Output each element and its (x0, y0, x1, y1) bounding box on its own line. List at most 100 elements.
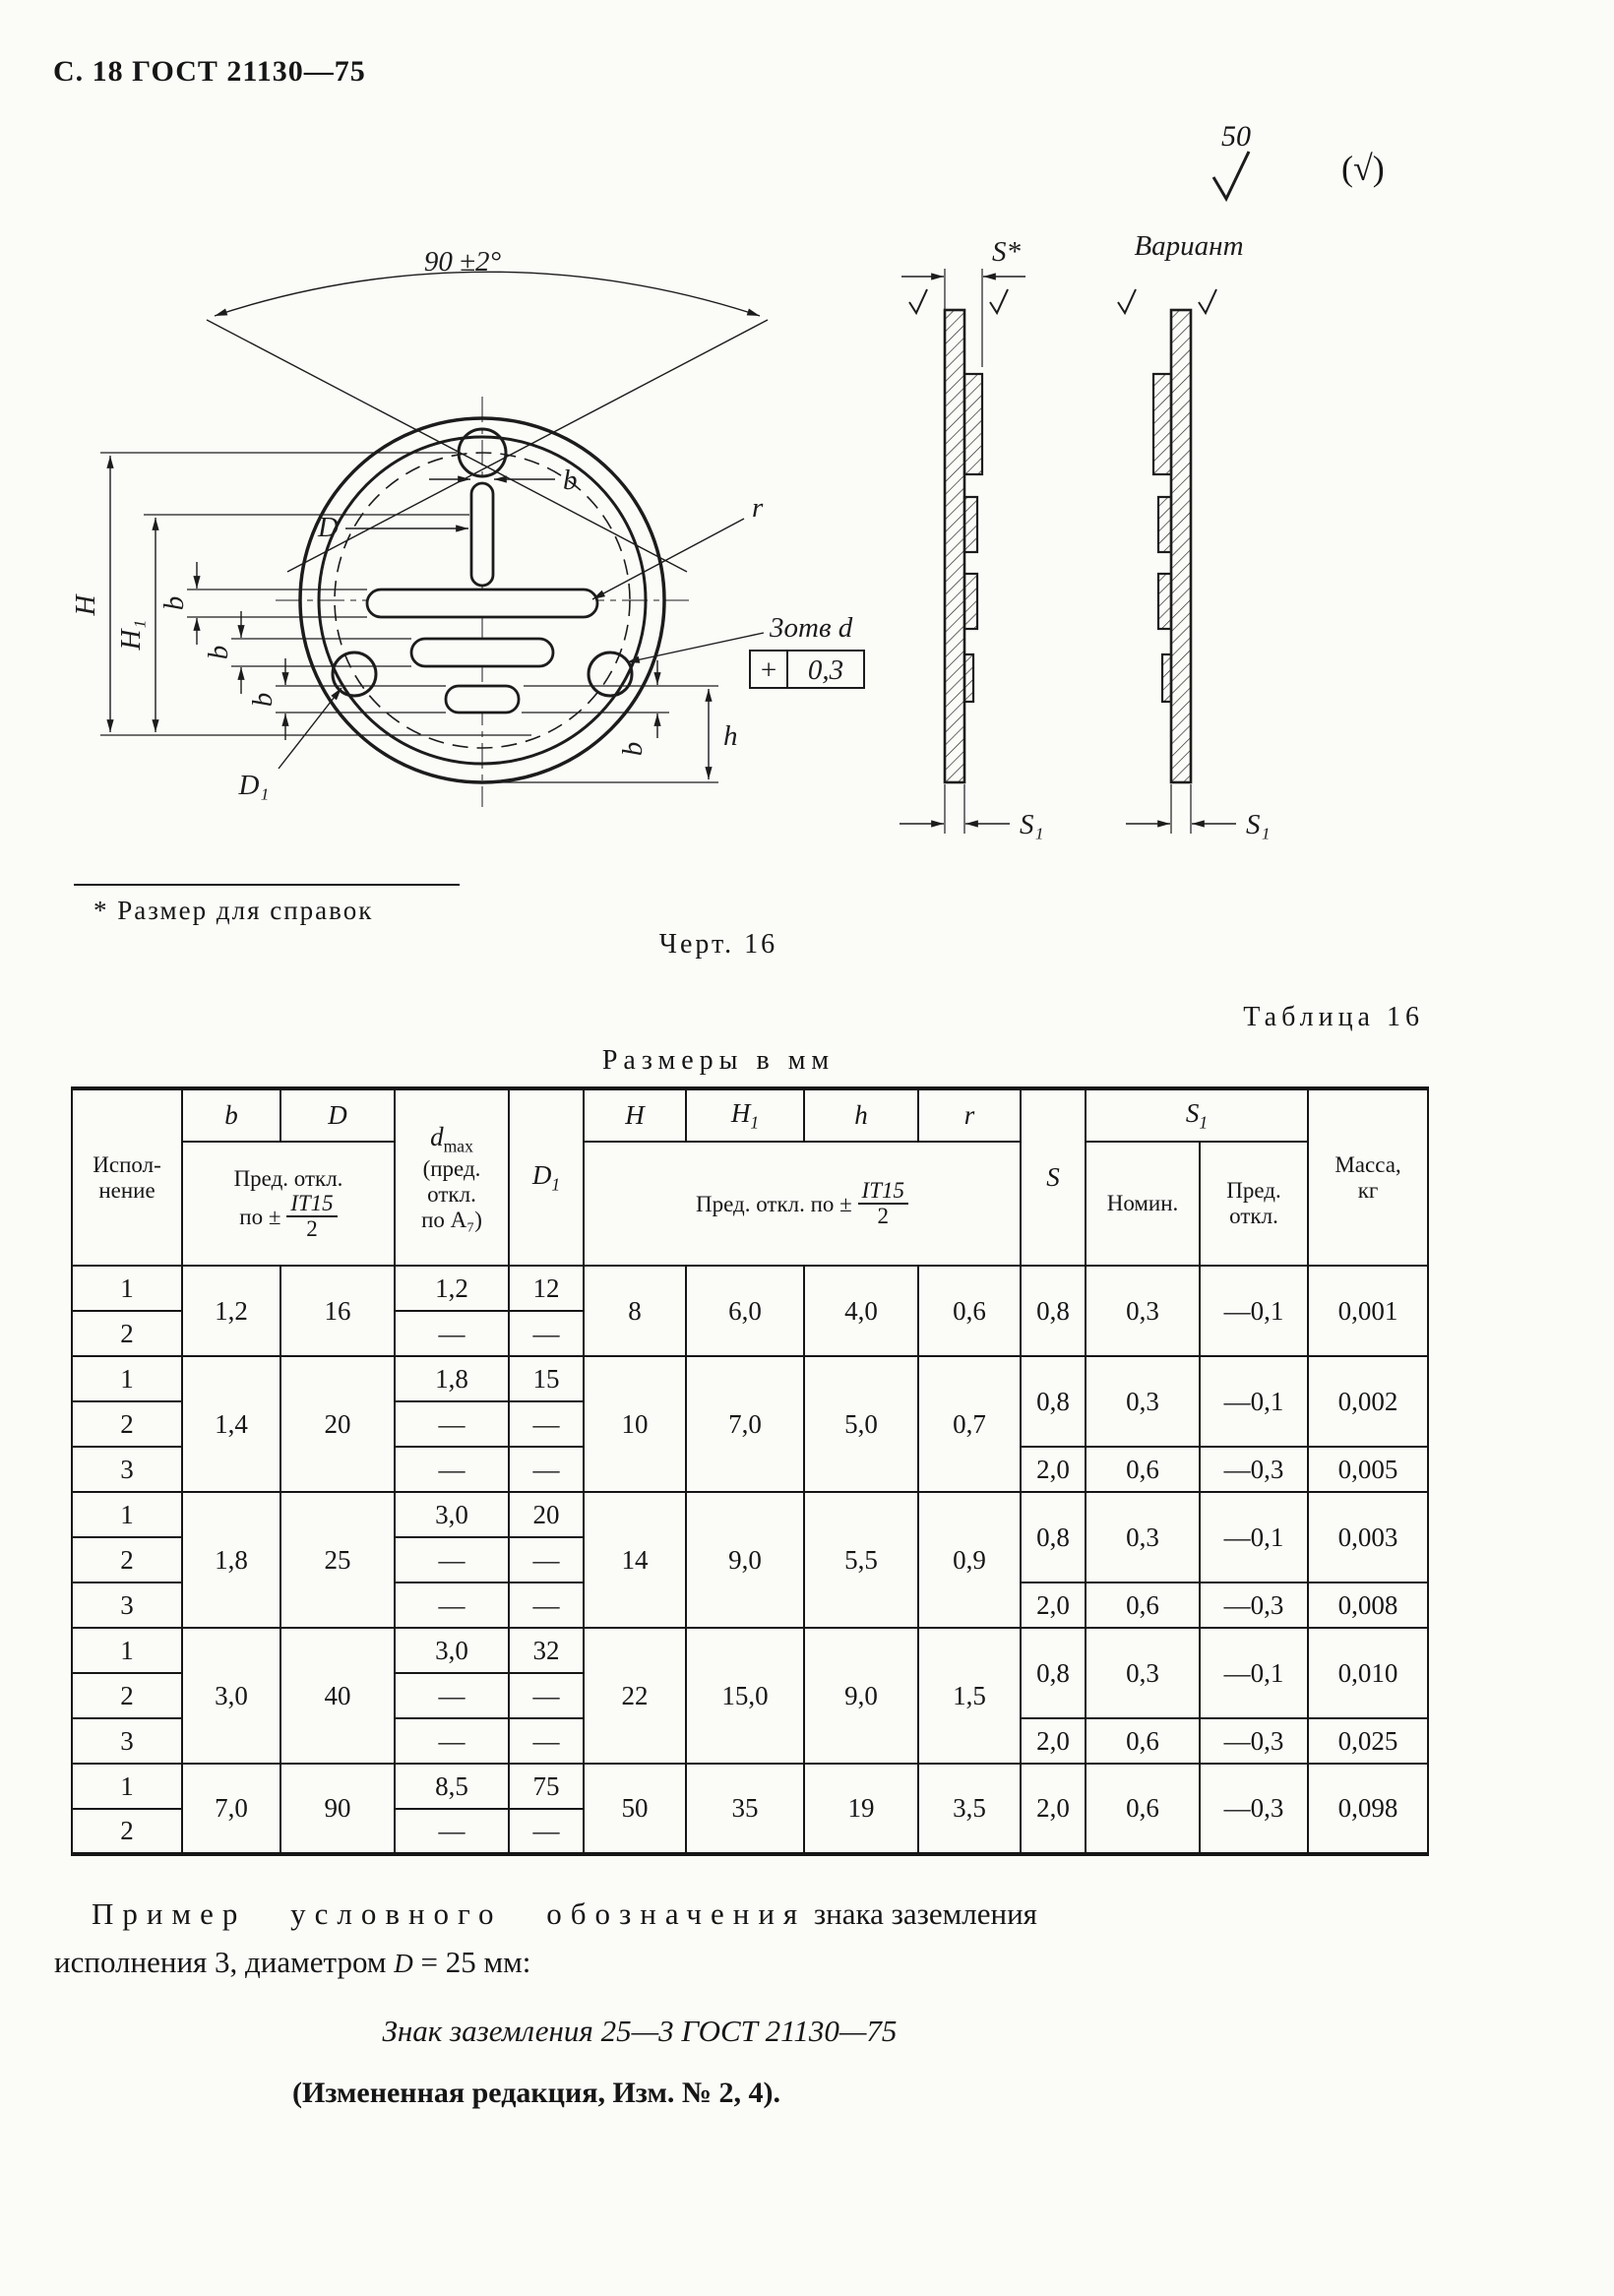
roughness-check-icon (1198, 288, 1217, 316)
roughness-check-icon (1117, 288, 1137, 316)
variant-label: Вариант (1134, 230, 1243, 262)
roughness-spec: 50 (√) (1206, 110, 1471, 223)
dim-label-holes: 3отв d (769, 612, 853, 644)
table-cell: 0,002 (1307, 1355, 1430, 1448)
table-cell: 1 (71, 1355, 183, 1402)
table-cell: 0,3 (1085, 1627, 1201, 1719)
table-cell: 3 (71, 1717, 183, 1765)
table-cell: 0,001 (1307, 1265, 1430, 1357)
table-cell: 2,0 (1020, 1717, 1086, 1765)
dimensions-table: Испол-нение b D dmax (пред. откл. по А₇)… (71, 1086, 1430, 1856)
section-view-variant: Вариант S₁ (1117, 230, 1271, 840)
table-cell: 2 (71, 1310, 183, 1357)
roughness-check-icon (989, 288, 1009, 316)
table-cell: 1 (71, 1265, 183, 1312)
dim-angle: 90 ±2° (206, 246, 769, 573)
table-cell: 6,0 (685, 1265, 805, 1357)
table-cell: 0,3 (1085, 1265, 1201, 1357)
table-cell: 4,0 (803, 1265, 919, 1357)
table-cell: — (394, 1400, 510, 1448)
table-cell: 2,0 (1020, 1582, 1086, 1629)
col-header-S1: S1 (1084, 1087, 1310, 1143)
table-cell: 0,8 (1020, 1355, 1086, 1448)
tolerance-frame: + 0,3 (749, 650, 865, 689)
table-cell: 20 (279, 1355, 396, 1493)
example-paragraph: Пример условного обозначения знака зазем… (54, 1890, 1565, 1988)
table-cell: 2 (71, 1672, 183, 1719)
table-row: 2—— (71, 1808, 1428, 1855)
col-header-massa: Масса,кг (1307, 1087, 1430, 1267)
table-cell: 1,8 (181, 1491, 281, 1629)
table-cell: — (508, 1310, 585, 1357)
table-label: Таблица 16 (1243, 1002, 1424, 1032)
table-cell: 0,6 (1085, 1582, 1201, 1629)
table-cell: 40 (279, 1627, 396, 1765)
subheader-deviation: Пред.откл. (1198, 1141, 1310, 1267)
ground-symbol-stem (469, 481, 495, 588)
table-cell: 1,2 (181, 1265, 281, 1357)
table-cell: — (508, 1808, 585, 1855)
dim-label-H: H (70, 592, 101, 616)
ground-symbol-bar3 (444, 684, 521, 714)
table-cell: — (508, 1446, 585, 1493)
dim-label-angle: 90 ±2° (424, 246, 502, 278)
col-header-h: h (803, 1087, 919, 1143)
subheader-nominal: Номин. (1085, 1141, 1201, 1267)
table-cell: 0,6 (1085, 1763, 1201, 1855)
col-header-D: D (279, 1087, 396, 1143)
table-cell: 0,6 (1085, 1717, 1201, 1765)
table-cell: 0,098 (1307, 1763, 1430, 1855)
table-cell: 0,003 (1307, 1491, 1430, 1583)
table-row: 2—— (71, 1536, 1428, 1583)
dim-D: D (317, 512, 468, 543)
table-cell: 22 (583, 1627, 687, 1765)
plan-view (298, 416, 666, 784)
table-cell: —0,3 (1198, 1717, 1310, 1765)
table-cell: 1 (71, 1763, 183, 1810)
table-cell: 0,6 (917, 1265, 1022, 1357)
table-cell: 9,0 (803, 1627, 919, 1765)
table-cell: 15,0 (685, 1627, 805, 1765)
table-cell: 0,8 (1020, 1491, 1086, 1583)
designation-line: Знак заземления 25—3 ГОСТ 21130—75 (382, 2014, 898, 2048)
table-cell: 1,2 (394, 1265, 510, 1312)
dim-label-D: D (317, 512, 339, 543)
tolerance-value: 0,3 (808, 654, 843, 686)
dim-label-S1: S₁ (1246, 809, 1271, 840)
dim-b-left-2: b (203, 611, 411, 694)
table-cell: 20 (508, 1491, 585, 1538)
table-row: 2—— (71, 1310, 1428, 1357)
table-cell: — (394, 1808, 510, 1855)
table-cell: 32 (508, 1627, 585, 1674)
table-cell: 3,0 (394, 1627, 510, 1674)
table-cell: 8 (583, 1265, 687, 1357)
col-header-S: S (1020, 1087, 1086, 1267)
table-cell: 25 (279, 1491, 396, 1629)
table-cell: — (394, 1536, 510, 1583)
table-cell: 2 (71, 1536, 183, 1583)
table-cell: 2,0 (1020, 1446, 1086, 1493)
dim-label-b: b (247, 693, 279, 708)
table-cell: — (508, 1717, 585, 1765)
table-cell: 50 (583, 1763, 687, 1855)
table-cell: 0,008 (1307, 1582, 1430, 1629)
hole-right (587, 651, 634, 698)
table-cell: — (508, 1582, 585, 1629)
section-view-main: S* S₁ (900, 236, 1044, 840)
table-cell: 2,0 (1020, 1763, 1086, 1855)
ground-symbol-bar2 (409, 637, 555, 668)
technical-drawing: 90 ±2° H H₁ b b b b (70, 230, 1271, 840)
roughness-check-icon (1211, 151, 1251, 203)
page-header: С. 18 ГОСТ 21130—75 (53, 55, 366, 88)
roughness-value: 50 (1221, 120, 1251, 153)
col-header-D1: D1 (508, 1087, 585, 1267)
example-line-2: исполнения 3, диаметром D = 25 мм: (54, 1945, 531, 1979)
table-cell: 90 (279, 1763, 396, 1855)
